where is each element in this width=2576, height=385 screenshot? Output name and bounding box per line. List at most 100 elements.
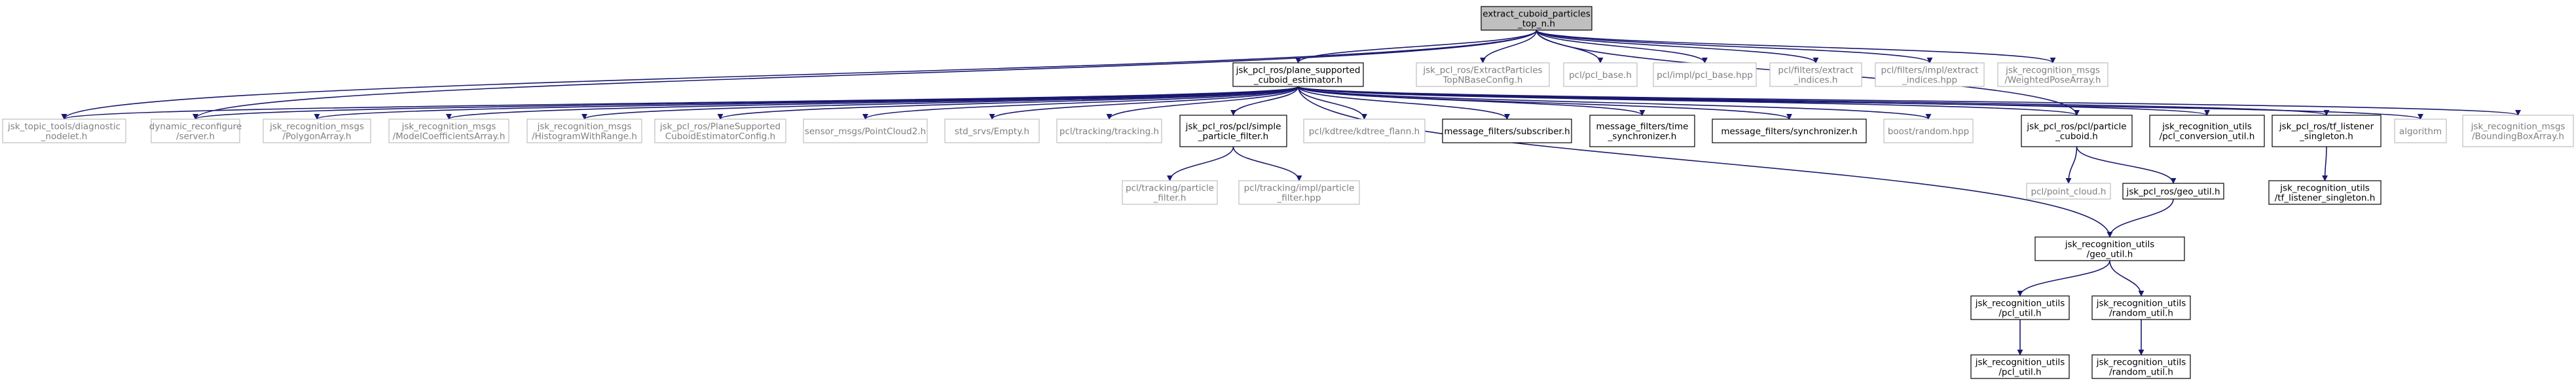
edge (1106, 86, 1299, 120)
edge (193, 29, 1537, 120)
node-extract-cfg: jsk_pcl_ros/ExtractParticlesTopNBaseConf… (1416, 62, 1550, 87)
node-label: _indices.h (1794, 75, 1838, 86)
edge-plane-est-to-bbox-array (1297, 86, 2521, 116)
edge-plane-est-to-diag-nodelet (62, 86, 1299, 120)
node-label: _cuboid_estimator.h (1253, 75, 1342, 86)
node-box (388, 119, 509, 143)
edge (1297, 86, 1367, 120)
node-label: _filter.hpp (1277, 193, 1321, 204)
node-particle-cuboid[interactable]: jsk_pcl_ros/pcl/particle_cuboid.h (2021, 115, 2133, 147)
node-label: _particle_filter.h (1198, 132, 1268, 142)
node-box (1416, 62, 1550, 87)
edge (2065, 146, 2078, 184)
node-plane-est[interactable]: jsk_pcl_ros/plane_supported_cuboid_estim… (1232, 62, 1364, 87)
edge (581, 86, 1299, 120)
edge (2322, 146, 2328, 181)
node-label: _singleton.h (2299, 132, 2353, 142)
node-label: /WeightedPoseArray.h (2005, 75, 2101, 86)
node-box (263, 119, 371, 143)
node-tf-listener[interactable]: jsk_pcl_ros/tf_listener_singleton.h (2272, 115, 2382, 147)
node-label: /ModelCoefficientsArray.h (393, 132, 506, 142)
edge-particle-cuboid-to-pcl-geo-util (2076, 146, 2177, 184)
node-box (2034, 236, 2185, 261)
edge (1536, 29, 2056, 64)
node-label: /pcl_util.h (1998, 308, 2041, 319)
edge (2107, 198, 2174, 238)
node-label: jsk_recognition_utils (2065, 240, 2154, 250)
nodes-layer: extract_cuboid_particles_top_n.hjsk_topi… (2, 6, 2574, 379)
node-pcl-base-h: pcl/pcl_base.h (1563, 62, 1638, 87)
edge (1536, 29, 1819, 64)
node-box (803, 119, 928, 143)
node-box (1653, 62, 1757, 87)
edge-plane-est-to-plane-cfg (717, 86, 1299, 120)
node-box (1232, 62, 1364, 87)
edge-root-to-extract-indices-h (1536, 29, 1819, 64)
edge-plane-est-to-simple-pf (1230, 86, 1299, 116)
node-label: extract_cuboid_particles (1482, 9, 1590, 20)
edge-pcl-geo-util-to-geo-util (2107, 198, 2174, 238)
node-random-util-b[interactable]: jsk_recognition_utils/random_util.h (2091, 354, 2191, 379)
node-pcl-util-b[interactable]: jsk_recognition_utils/pcl_util.h (1970, 354, 2070, 379)
node-pcl-base-hpp: pcl/impl/pcl_base.hpp (1653, 62, 1757, 87)
node-box (1563, 62, 1638, 87)
node-geo-util[interactable]: jsk_recognition_utils/geo_util.h (2034, 236, 2185, 261)
edge-particle-cuboid-to-point-cloud-h (2065, 146, 2078, 184)
node-pcl-geo-util[interactable]: jsk_pcl_ros/geo_util.h (2122, 183, 2224, 200)
node-box (2091, 354, 2191, 379)
node-label: jsk_recognition_utils (2162, 122, 2251, 132)
edge-root-to-plane-est (1295, 29, 1537, 64)
edge (1297, 86, 2521, 116)
node-label: jsk_pcl_ros/pcl/particle (2026, 122, 2126, 132)
node-algorithm: algorithm (2394, 119, 2447, 143)
edge (1297, 86, 1510, 120)
edge-plane-est-to-kdtree (1297, 86, 1367, 120)
edge-root-to-diag-nodelet (61, 29, 1537, 120)
node-label: /server.h (176, 132, 215, 142)
node-label: pcl/kdtree/kdtree_flann.h (1309, 126, 1420, 137)
edge (1297, 86, 2423, 120)
node-label: pcl/point_cloud.h (2031, 187, 2107, 197)
node-dyn-reconf: dynamic_reconfigure/server.h (149, 119, 242, 143)
node-label: message_filters/time (1596, 122, 1689, 132)
node-label: /random_util.h (2109, 367, 2173, 378)
node-weighted-pose: jsk_recognition_msgs/WeightedPoseArray.h (1997, 62, 2108, 87)
node-label: pcl/tracking/impl/particle (1244, 183, 1355, 194)
edge (862, 86, 1299, 120)
node-label: CuboidEstimatorConfig.h (665, 132, 775, 142)
node-time-sync[interactable]: message_filters/time_synchronizer.h (1589, 115, 1695, 147)
edge-plane-est-to-particle-cuboid (1297, 86, 2080, 116)
node-random-util-a[interactable]: jsk_recognition_utils/random_util.h (2091, 295, 2191, 320)
node-box (1238, 180, 1360, 205)
node-label: pcl/tracking/particle (1126, 183, 1214, 194)
node-subscriber[interactable]: message_filters/subscriber.h (1442, 119, 1572, 143)
node-root[interactable]: extract_cuboid_particles_top_n.h (1481, 6, 1592, 31)
node-label: jsk_recognition_msgs (2471, 122, 2566, 132)
node-label: jsk_pcl_ros/plane_supported (1236, 65, 1361, 76)
edges-layer (61, 29, 2521, 356)
node-label: message_filters/subscriber.h (1444, 126, 1570, 137)
node-tracking: pcl/tracking/tracking.h (1056, 119, 1162, 143)
edge (1297, 86, 2080, 116)
node-pcl-conv[interactable]: jsk_recognition_utils/pcl_conversion_uti… (2149, 115, 2265, 147)
node-box (1303, 119, 1426, 143)
node-box (2268, 180, 2382, 205)
node-tf-listener-utils[interactable]: jsk_recognition_utils/tf_listener_single… (2268, 180, 2382, 205)
node-label: TopNBaseConfig.h (1443, 75, 1523, 86)
node-pcl-util-a[interactable]: jsk_recognition_utils/pcl_util.h (1970, 295, 2070, 320)
edge (2017, 260, 2110, 297)
node-extract-indices-hpp: pcl/filters/impl/extract_indices.hpp (1875, 62, 1985, 87)
node-label: pcl/filters/impl/extract (1881, 65, 1979, 76)
node-box (654, 119, 786, 143)
edge-plane-est-to-synchronizer (1297, 86, 1792, 120)
edge-simple-pf-to-tracking-pf-hpp (1232, 146, 1302, 181)
node-synchronizer[interactable]: message_filters/synchronizer.h (1712, 119, 1867, 143)
node-tracking-pf-hpp: pcl/tracking/impl/particle_filter.hpp (1238, 180, 1360, 205)
node-model-coef: jsk_recognition_msgs/ModelCoefficientsAr… (388, 119, 509, 143)
node-box (2149, 115, 2265, 147)
node-label: _cuboid.h (2055, 132, 2098, 142)
node-box (2462, 115, 2574, 147)
node-label: jsk_pcl_ros/geo_util.h (2125, 187, 2220, 197)
node-simple-pf[interactable]: jsk_pcl_ros/pcl/simple_particle_filter.h (1179, 115, 1287, 147)
